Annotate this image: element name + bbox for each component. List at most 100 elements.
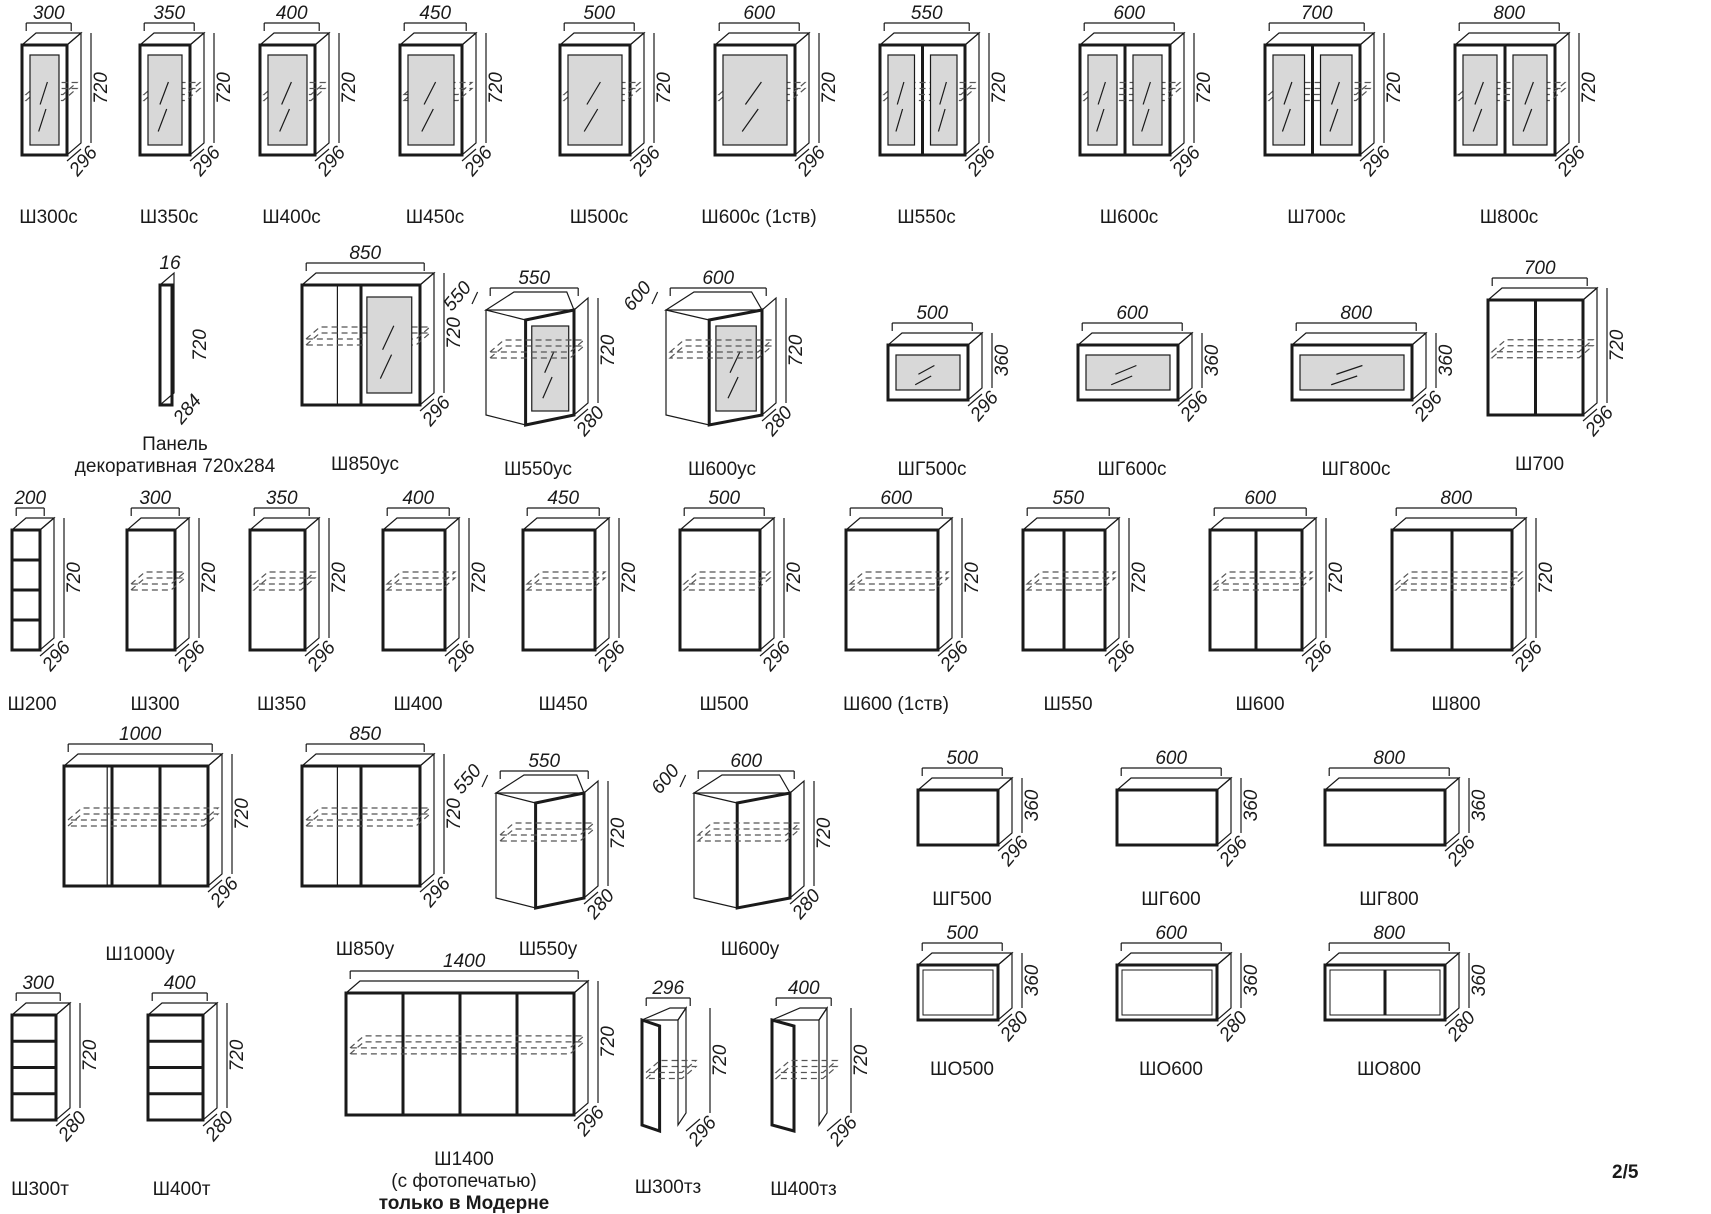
cabinet-side <box>419 271 435 407</box>
glass-panel <box>567 54 623 146</box>
width-dimension: 200 <box>13 488 46 509</box>
glass-reflection <box>1097 81 1106 105</box>
cabinet-front <box>1115 963 1219 1022</box>
cabinet-front <box>713 43 797 157</box>
cabinet-front <box>1115 788 1219 847</box>
depth-dimension-line <box>1216 1013 1232 1027</box>
glass-panel <box>929 54 958 146</box>
shelf-dashed <box>385 571 457 585</box>
cabinet-side <box>573 296 589 417</box>
cabinet-front <box>258 43 317 157</box>
cabinet-top <box>713 32 811 46</box>
depth-dimension: 296 <box>572 1102 609 1141</box>
cabinet-label: Ш800 <box>1431 694 1480 715</box>
cabinet-label: ШГ600с <box>1098 459 1167 480</box>
cabinet-front <box>381 528 447 652</box>
cabinet-side <box>967 331 983 402</box>
cabinet-Ш600с (1ств): 600720296Ш600с (1ств) <box>701 3 840 228</box>
side-width-dimension: 600 <box>648 760 685 798</box>
depth-dimension-line <box>66 148 82 162</box>
cabinet-top <box>248 517 321 531</box>
height-dimension: 720 <box>214 72 235 104</box>
height-dimension: 720 <box>199 562 220 594</box>
glass-panel <box>1272 54 1306 146</box>
side-width-dimension-line <box>481 774 489 788</box>
depth-dimension: 296 <box>313 142 350 181</box>
depth-dimension-line <box>419 398 435 412</box>
glass-panel <box>366 296 413 394</box>
shelf-dashed <box>498 828 596 842</box>
width-dimension: 600 <box>880 488 912 509</box>
depth-dimension-line <box>1511 643 1527 657</box>
depth-dimension-line <box>629 148 645 162</box>
depth-dimension: 280 <box>582 885 619 924</box>
cabinet-side <box>1169 31 1185 157</box>
width-dimension: 400 <box>164 973 196 994</box>
cabinet-label: Ш300с <box>19 207 78 228</box>
depth-dimension: 280 <box>572 402 609 441</box>
cabinet-top <box>1021 517 1121 531</box>
glass-panel <box>722 54 788 146</box>
depth-dimension-line <box>55 1113 71 1127</box>
height-dimension: 720 <box>1607 329 1628 361</box>
glass-reflection <box>542 376 553 399</box>
depth-dimension-line <box>594 643 610 657</box>
glass-reflection <box>586 81 601 105</box>
width-dimension: 450 <box>419 3 451 24</box>
depth-dimension-line <box>826 1118 842 1132</box>
glass-reflection <box>1115 364 1137 375</box>
depth-dimension: 296 <box>628 142 665 181</box>
depth-dimension-line <box>997 838 1013 852</box>
cabinet-door <box>707 308 764 427</box>
cabinet-front <box>20 43 69 157</box>
cabinet-front <box>521 528 597 652</box>
shelf-dashed <box>385 577 457 591</box>
width-dimension: 850 <box>349 724 381 745</box>
depth-dimension: 296 <box>1176 387 1213 426</box>
shelf-dashed <box>696 828 802 842</box>
cabinet-top <box>62 753 224 767</box>
glass-panel <box>1087 54 1118 146</box>
height-dimension: 720 <box>469 562 490 594</box>
cabinet-label: Ш850у <box>336 939 395 960</box>
cabinet-top <box>678 517 776 531</box>
cabinet-door <box>735 791 792 910</box>
width-dimension: 350 <box>266 488 298 509</box>
glass-reflection <box>1142 81 1151 105</box>
width-dimension: 350 <box>153 3 185 24</box>
glass-reflection <box>1336 364 1363 375</box>
glass-panel <box>887 54 916 146</box>
cabinet-front <box>62 764 210 888</box>
depth-dimension-line <box>794 148 810 162</box>
cabinet-top <box>10 1002 72 1016</box>
depth-dimension: 296 <box>825 1112 862 1151</box>
width-dimension: 600 <box>1113 3 1145 24</box>
height-dimension: 720 <box>339 72 360 104</box>
shelf-dashed <box>696 822 802 836</box>
width-dimension: 300 <box>33 3 65 24</box>
shelf-dashed <box>348 1035 586 1049</box>
cabinet-side <box>1444 776 1460 847</box>
depth-dimension: 296 <box>1410 387 1447 426</box>
height-dimension: 720 <box>784 562 805 594</box>
cabinet-label: Ш550ус <box>504 459 572 480</box>
shelf-dashed <box>498 822 596 836</box>
cabinet-top <box>344 980 590 994</box>
glass-reflection <box>159 81 169 105</box>
width-dimension: 550 <box>528 751 560 772</box>
height-dimension: 720 <box>1129 562 1150 594</box>
glass-reflection <box>421 108 434 132</box>
cabinet-label: ШГ800 <box>1359 889 1418 910</box>
cabinet-side <box>761 296 777 417</box>
glass-reflection <box>741 108 759 132</box>
depth-dimension: 280 <box>1215 1007 1252 1046</box>
